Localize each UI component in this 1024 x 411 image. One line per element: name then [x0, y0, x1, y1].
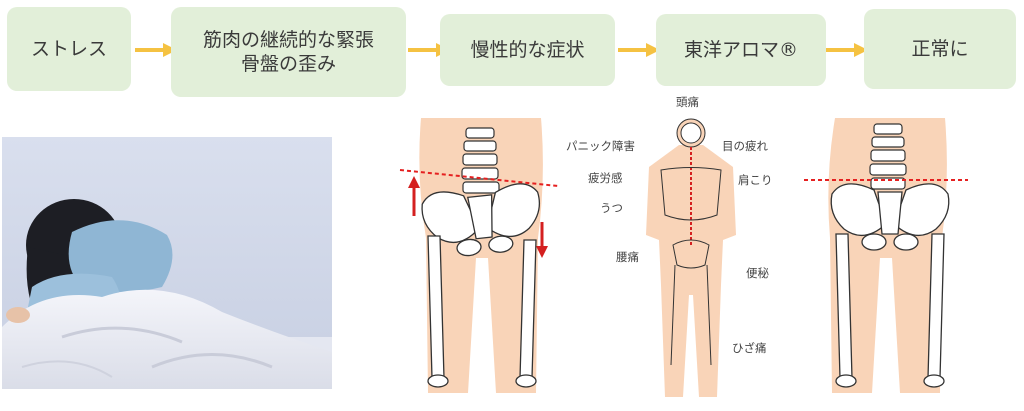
symptom-shoulder-stiffness: 肩こり — [738, 173, 773, 187]
flow-step-muscle-tension: 筋肉の継続的な緊張 骨盤の歪み — [171, 7, 406, 97]
flow-step-normal: 正常に — [864, 9, 1016, 89]
symptom-knee-pain: ひざ痛 — [732, 341, 767, 355]
symptom-eye-fatigue: 目の疲れ — [722, 139, 768, 153]
aligned-pelvis-illustration — [804, 118, 968, 393]
flow-step-aroma: 東洋アロマ® — [656, 14, 826, 86]
stressed-person-photo — [2, 137, 332, 389]
symptom-fatigue: 疲労感 — [588, 171, 623, 185]
flow-step-normal-label: 正常に — [911, 38, 969, 60]
flow-step-muscle-tension-line2: 骨盤の歪み — [240, 53, 336, 75]
skeleton-back-illustration — [646, 118, 736, 397]
flow-step-aroma-label: 東洋アロマ® — [683, 39, 798, 61]
flow-step-chronic: 慢性的な症状 — [440, 14, 615, 86]
arrow-icon — [618, 43, 660, 57]
flow-step-stress: ストレス — [7, 7, 131, 91]
arrow-icon — [826, 43, 868, 57]
flow-step-chronic-label: 慢性的な症状 — [470, 39, 585, 61]
symptom-backache: 腰痛 — [616, 250, 639, 264]
tilted-pelvis-illustration — [399, 118, 559, 393]
arrow-icon — [135, 43, 177, 57]
flow-step-muscle-tension-line1: 筋肉の継続的な緊張 — [202, 29, 374, 51]
symptom-panic-disorder: パニック障害 — [566, 139, 635, 153]
symptom-headache: 頭痛 — [676, 95, 699, 109]
flow-step-stress-label: ストレス — [30, 38, 107, 60]
symptom-constipation: 便秘 — [746, 266, 769, 280]
symptom-depression: うつ — [600, 201, 623, 215]
